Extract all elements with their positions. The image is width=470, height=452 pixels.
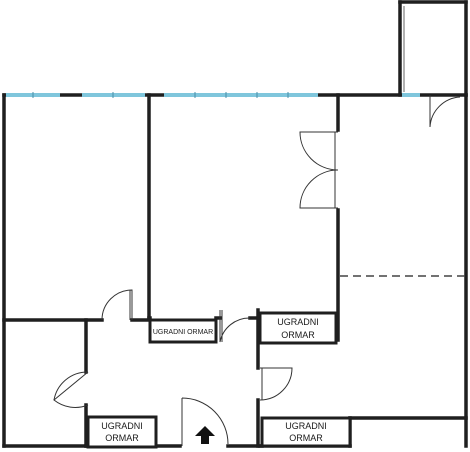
up-arrow-icon [195,426,215,444]
wardrobe-center-box [148,318,218,344]
wardrobes [86,311,352,449]
window-mullions [32,92,289,98]
wardrobe-right-top-label-line1: UGRADNI [277,317,319,327]
wardrobe-left-bottom-label-line2: ORMAR [105,433,139,443]
wardrobe-left-bottom-label-line1: UGRADNI [101,421,143,431]
doors [53,95,461,446]
wardrobe-right-top-label-line2: ORMAR [281,330,315,340]
wardrobe-right-bottom-box [260,416,352,448]
wardrobe-right-bottom-label-line1: UGRADNI [285,421,327,431]
wardrobe-right-bottom-label-line2: ORMAR [289,433,323,443]
wardrobe-right-top-box [258,311,338,345]
wardrobe-left-bottom-box [86,415,158,449]
wardrobe-center-label: UGRADNI ORMAR [153,329,213,336]
